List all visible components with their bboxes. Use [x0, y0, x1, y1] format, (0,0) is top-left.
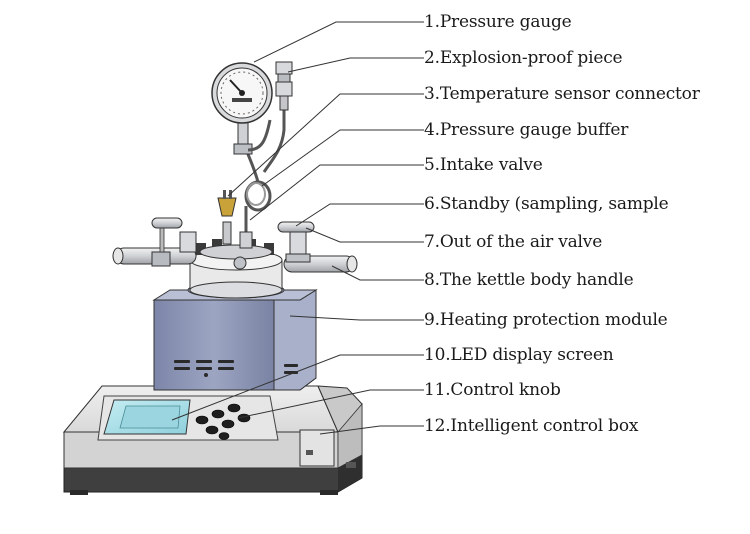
air-out-valve — [277, 221, 315, 263]
control-knob — [211, 409, 225, 419]
label-control-knob: 11.Control knob — [424, 380, 561, 400]
label-pressure-gauge-buffer: 4.Pressure gauge buffer — [424, 120, 629, 140]
led-display-screen — [103, 399, 191, 435]
explosion-proof-piece — [275, 61, 293, 111]
intake-valve — [151, 217, 197, 253]
control-knob-group — [195, 403, 251, 440]
temperature-sensor-connector — [217, 190, 237, 245]
control-knob — [221, 419, 235, 429]
label-intake-valve: 5.Intake valve — [424, 155, 543, 175]
label-standby-sampling: 6.Standby (sampling, sample — [424, 194, 669, 214]
label-pressure-gauge: 1.Pressure gauge — [424, 12, 572, 32]
label-kettle-body-handle: 8.The kettle body handle — [424, 270, 634, 290]
control-knob — [227, 403, 241, 413]
label-air-out-valve: 7.Out of the air valve — [424, 232, 603, 252]
control-knob — [195, 415, 209, 425]
label-heating-protection-module: 9.Heating protection module — [424, 310, 668, 330]
label-temperature-sensor-connector: 3.Temperature sensor connector — [424, 84, 700, 104]
label-led-display-screen: 10.LED display screen — [424, 345, 614, 365]
control-knob — [218, 432, 230, 440]
kettle-body — [187, 239, 285, 299]
label-intelligent-control-box: 12.Intelligent control box — [424, 416, 639, 436]
heating-protection-module — [152, 289, 318, 391]
control-knob — [205, 425, 219, 435]
pressure-gauge — [211, 62, 273, 155]
label-explosion-proof-piece: 2.Explosion-proof piece — [424, 48, 623, 68]
leader-lines — [171, 21, 424, 435]
